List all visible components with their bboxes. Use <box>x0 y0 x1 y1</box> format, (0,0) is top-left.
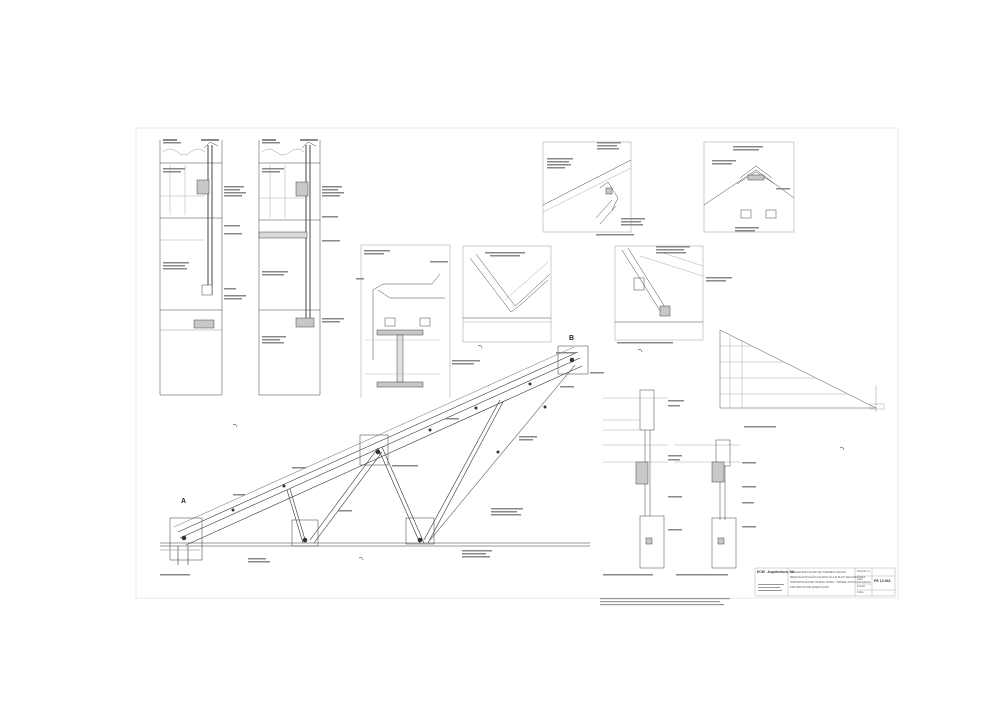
column-section-2 <box>674 439 740 569</box>
title-block-fine-print <box>600 584 784 606</box>
title-block <box>754 567 896 597</box>
field-sheet: Folha <box>857 591 864 594</box>
wall-section-2-notes <box>262 139 344 344</box>
truss-notes <box>160 352 604 576</box>
slope-plan-notes <box>744 403 885 428</box>
project-line-3: SUPORTE ESTRUTURAL PARA · PAINEL FOTOVOL… <box>790 580 871 584</box>
wall-section-1 <box>159 140 223 396</box>
field-scale: Escala <box>857 585 865 588</box>
slope-plan <box>719 329 877 412</box>
purlin-detail <box>614 245 704 341</box>
ridge-detail-2-notes <box>712 146 790 232</box>
wall-section-2 <box>258 140 321 396</box>
project-line-2: REQUALIFICAÇÃO DA ESCOLA E.B.2/3 SECUNDÁ… <box>790 575 866 579</box>
project-line-4: PROJECTO DE EXECUÇÃO <box>790 585 829 589</box>
sheet-border <box>135 127 899 599</box>
ridge-detail-1-notes <box>547 142 645 236</box>
ibeam-detail <box>360 244 451 398</box>
north-arrow-icon <box>232 345 845 561</box>
firm-name: ECM · Arquitectura, SA <box>757 570 795 574</box>
wall-section-1-notes <box>163 139 246 300</box>
project-line-1: CIDADE ESCOLAR DE TORRES NOVAS <box>790 570 846 574</box>
eave-notes <box>485 252 525 257</box>
eave-detail <box>462 245 552 343</box>
sheet-number: PE 13.061 <box>874 579 891 583</box>
purlin-notes <box>617 246 732 344</box>
column-section-2-notes <box>676 462 756 576</box>
field-date: Data <box>857 578 863 581</box>
detail-mark-a: A <box>181 498 187 505</box>
field-drawing-no: Desenho nº <box>857 570 871 573</box>
ridge-detail-2 <box>703 141 795 233</box>
detail-mark-b: B <box>569 335 575 342</box>
ibeam-notes <box>356 250 480 365</box>
column-section-1 <box>603 389 668 569</box>
ridge-detail-1 <box>542 141 632 233</box>
column-section-1-notes <box>603 400 684 576</box>
truss-elevation <box>160 345 590 565</box>
